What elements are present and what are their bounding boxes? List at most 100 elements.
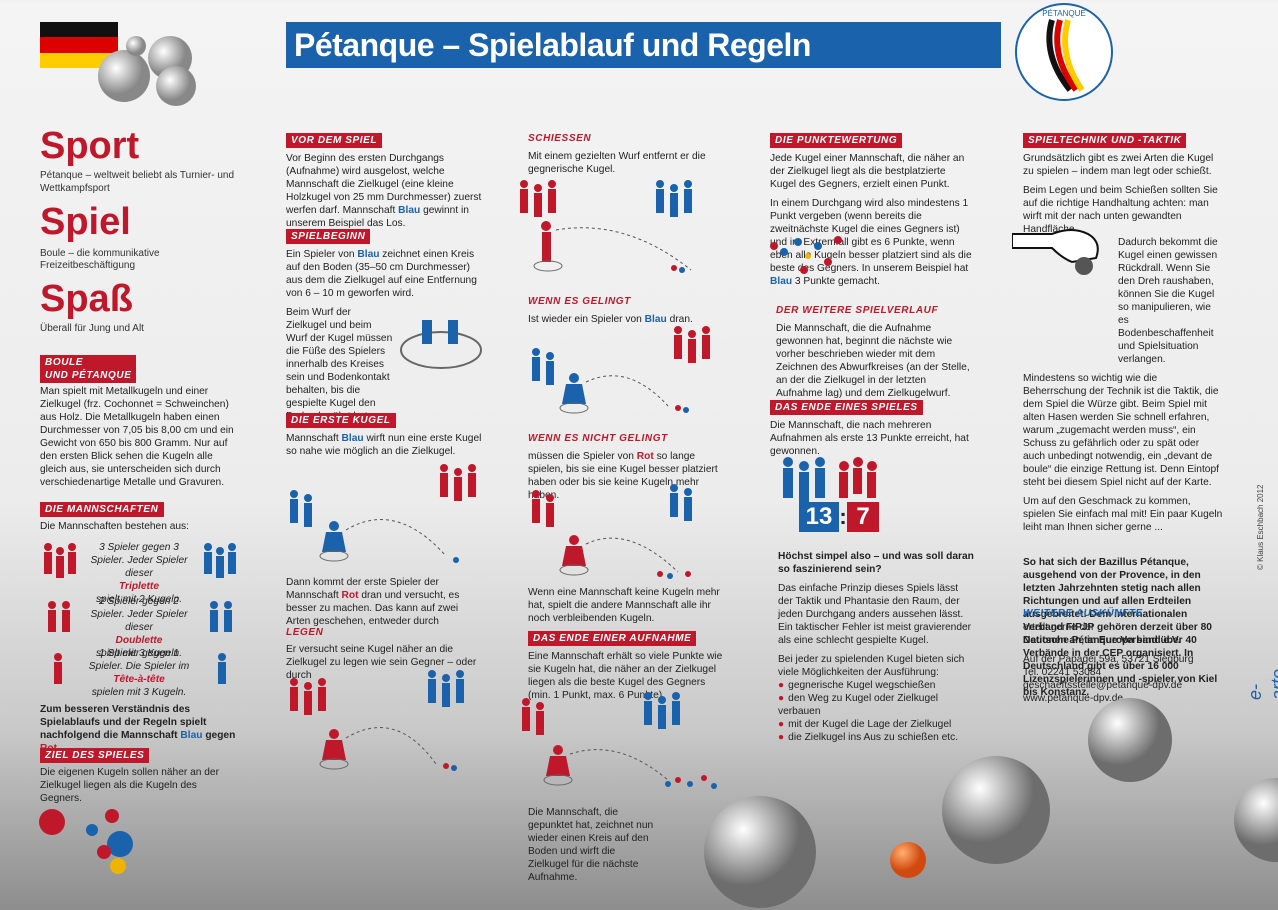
info-web-link[interactable]: www.petanque-dpv.de (1023, 692, 1124, 704)
page-title: Pétanque – Spielablauf und Regeln (286, 22, 1001, 68)
technik-text5: Um auf den Geschmack zu kommen, spielen … (1023, 496, 1223, 533)
technik-text4: Mindestens so wichtig wie die Beherrschu… (1023, 373, 1219, 488)
technik-text3: Dadurch bekommt die Kugel einen gewissen… (1118, 237, 1218, 365)
ende-spiel-heading: Das Ende eines Spieles (770, 400, 923, 415)
schiessen-heading: Schiessen (528, 133, 592, 144)
vor-section: Vor dem Spiel Vor Beginn des ersten Durc… (286, 133, 482, 229)
legen-section: Legen Er versucht seine Kugel näher an d… (286, 627, 484, 682)
ende-aufnahme-illustration (522, 692, 717, 789)
blue-single-icon (218, 653, 226, 684)
schiessen-section: Schiessen Mit einem gezielten Wurf entfe… (528, 133, 728, 176)
teteatete-end: spielen mit 3 Kugeln. (91, 687, 187, 698)
info-address: Auf der Papagei 59a, 53721 Siegburg (1023, 653, 1194, 665)
doublette-text: 2 Spieler gegen 2 Spieler. Jeder Spieler… (90, 596, 188, 633)
info-email-link[interactable]: geschaeftsstelle@petanque-dpv.de (1023, 679, 1183, 691)
info-heading: Weitere Auskünfte (1023, 608, 1143, 619)
list-item: die Zielkugel ins Aus zu schießen etc. (778, 731, 974, 744)
simpel-text: Das einfache Prinzip dieses Spiels lässt… (778, 583, 972, 646)
spass-heading: Spaß (40, 278, 133, 321)
erste-section: Die erste Kugel Mannschaft Blau wirft nu… (286, 413, 482, 457)
ende-aufnahme-section: Das Ende einer Aufnahme Eine Mannschaft … (528, 631, 728, 702)
technik-text2: Beim Legen und beim Schießen sollten Sie… (1023, 185, 1218, 235)
copyright: © Klaus Eschbach 2012 (1256, 484, 1265, 570)
sport-subtitle: Pétanque – weltweit beliebt als Turnier-… (40, 170, 235, 194)
blue-doublette-icon (210, 601, 232, 632)
punkte-text: Jede Kugel einer Mannschaft, die näher a… (770, 153, 965, 190)
beginn-heading: Spielbeginn (286, 229, 371, 244)
vor-heading: Vor dem Spiel (286, 133, 383, 148)
technik-heading: Spieltechnik und -taktik (1023, 133, 1187, 148)
technik-section: Spieltechnik und -taktik Grundsätzlich g… (1023, 133, 1223, 699)
nicht-text2: Wenn eine Mannschaft keine Kugeln mehr h… (528, 587, 720, 624)
legen-heading: Legen (286, 627, 324, 638)
teams-section: Die Mannschaften Die Mannschaften besteh… (40, 502, 240, 755)
points-balls-illustration (770, 236, 842, 274)
info-phone: Tel. 02241 53084 (1023, 666, 1102, 678)
spiel-heading: Spiel (40, 200, 131, 243)
sport-heading: Sport (40, 125, 140, 167)
info-section: Weitere Auskünfte erteilt gerne der Deut… (1023, 608, 1223, 705)
legen-illustration (290, 670, 464, 771)
boules-photo (704, 698, 1278, 908)
teams-intro: Die Mannschaften bestehen aus: (40, 521, 189, 532)
triplette-name: Triplette (118, 581, 159, 592)
options-list: gegnerische Kugel wegschießen den Weg zu… (778, 679, 974, 744)
boule-text: Man spielt mit Metallkugeln und einer Zi… (40, 386, 234, 488)
triplette-end: spielt mit 2 Kugeln. (95, 594, 183, 605)
colored-balls-illustration (39, 809, 133, 874)
erste-heading: Die erste Kugel (286, 413, 396, 428)
list-item: gegnerische Kugel wegschießen (778, 679, 974, 692)
doublette-name: Doublette (115, 635, 163, 646)
weiter-section: Der weitere Spielverlauf Die Mannschaft,… (776, 305, 974, 400)
red-doublette-icon (48, 601, 70, 632)
nicht-illustration (532, 484, 692, 579)
weiter-heading: Der weitere Spielverlauf (776, 305, 939, 316)
simpel-text2: Bei jeder zu spielenden Kugel bieten sic… (778, 654, 965, 678)
spiel-subtitle: Boule – die kommunikative Freizeitbeschä… (40, 247, 160, 272)
schiessen-illustration (520, 180, 692, 273)
boules-illustration (98, 36, 196, 106)
hand-icon (1012, 229, 1099, 275)
blue-triplette-icon (204, 543, 236, 578)
score-blue: 13 (799, 502, 839, 532)
nicht-section: Wenn es nicht gelingt müssen die Spieler… (528, 433, 728, 502)
teams-list: 3 Spieler gegen 3 Spieler. Jeder Spieler… (40, 533, 240, 703)
score-red: 7 (847, 502, 879, 532)
info-org: Deutsche Pétanque Verband e.V. (1023, 634, 1181, 646)
ende-spiel-text: Die Mannschaft, die nach mehreren Aufnah… (770, 420, 969, 457)
red-single-icon (54, 653, 62, 684)
intro-column: Sport Pétanque – weltweit beliebt als Tu… (40, 126, 240, 336)
punkte-heading: Die Punktewertung (770, 133, 903, 148)
legen-text: Er versucht seine Kugel näher an die Zie… (286, 643, 477, 681)
beginn-text2: Beim Wurf der Zielkugel und beim Wurf de… (286, 307, 393, 422)
technik-text: Grundsätzlich gibt es zwei Arten die Kug… (1023, 153, 1214, 177)
gelingt-illustration (532, 326, 710, 414)
list-item: mit der Kugel die Lage der Zielkugel (778, 718, 974, 731)
score-separator: : (839, 504, 847, 529)
info-line1: erteilt gerne der (1023, 621, 1095, 633)
teteatete-text: 1 Spieler gegen 1 Spieler. Die Spieler i… (88, 648, 190, 672)
ende-aufnahme-heading: Das Ende einer Aufnahme (528, 631, 697, 646)
throwing-circle-illustration (400, 320, 482, 369)
german-flag (40, 22, 118, 68)
red-triplette-icon (44, 543, 76, 578)
ziel-text: Die eigenen Kugeln sollen näher an der Z… (40, 767, 219, 804)
nicht-heading: Wenn es nicht gelingt (528, 433, 668, 444)
boule-section: Bouleund Pétanque Man spielt mit Metallk… (40, 355, 240, 489)
ende-spiel-section: Das Ende eines Spieles Die Mannschaft, d… (770, 400, 974, 458)
gelingt-heading: Wenn es gelingt (528, 296, 631, 307)
doublette-end: spielt mit 3 Kugeln. (95, 648, 183, 659)
triplette-text: 3 Spieler gegen 3 Spieler. Jeder Spieler… (90, 542, 188, 579)
spass-subtitle: Überall für Jung und Alt (40, 323, 144, 335)
simpel-section: Höchst simpel also – und was soll daran … (778, 550, 974, 744)
punkte-section: Die Punktewertung Jede Kugel einer Manns… (770, 133, 974, 288)
ende-aufnahme-text2: Die Mannschaft, die gepunktet hat, zeich… (528, 807, 654, 883)
winner-team-illustration (783, 457, 877, 502)
technik-bold: So hat sich der Bazillus Pétanque, ausge… (1023, 557, 1218, 698)
gelingt-section: Wenn es gelingt Ist wieder ein Spieler v… (528, 296, 728, 326)
ziel-section: Ziel des Spieles Die eigenen Kugeln soll… (40, 748, 240, 805)
beginn-section: Spielbeginn Ein Spieler von Blau zeichne… (286, 229, 484, 423)
teams-heading: Die Mannschaften (40, 502, 164, 517)
list-item: den Weg zu Kugel oder Zielkugel verbauen (778, 692, 974, 718)
dpv-logo: PÉTANQUE (1015, 3, 1113, 101)
